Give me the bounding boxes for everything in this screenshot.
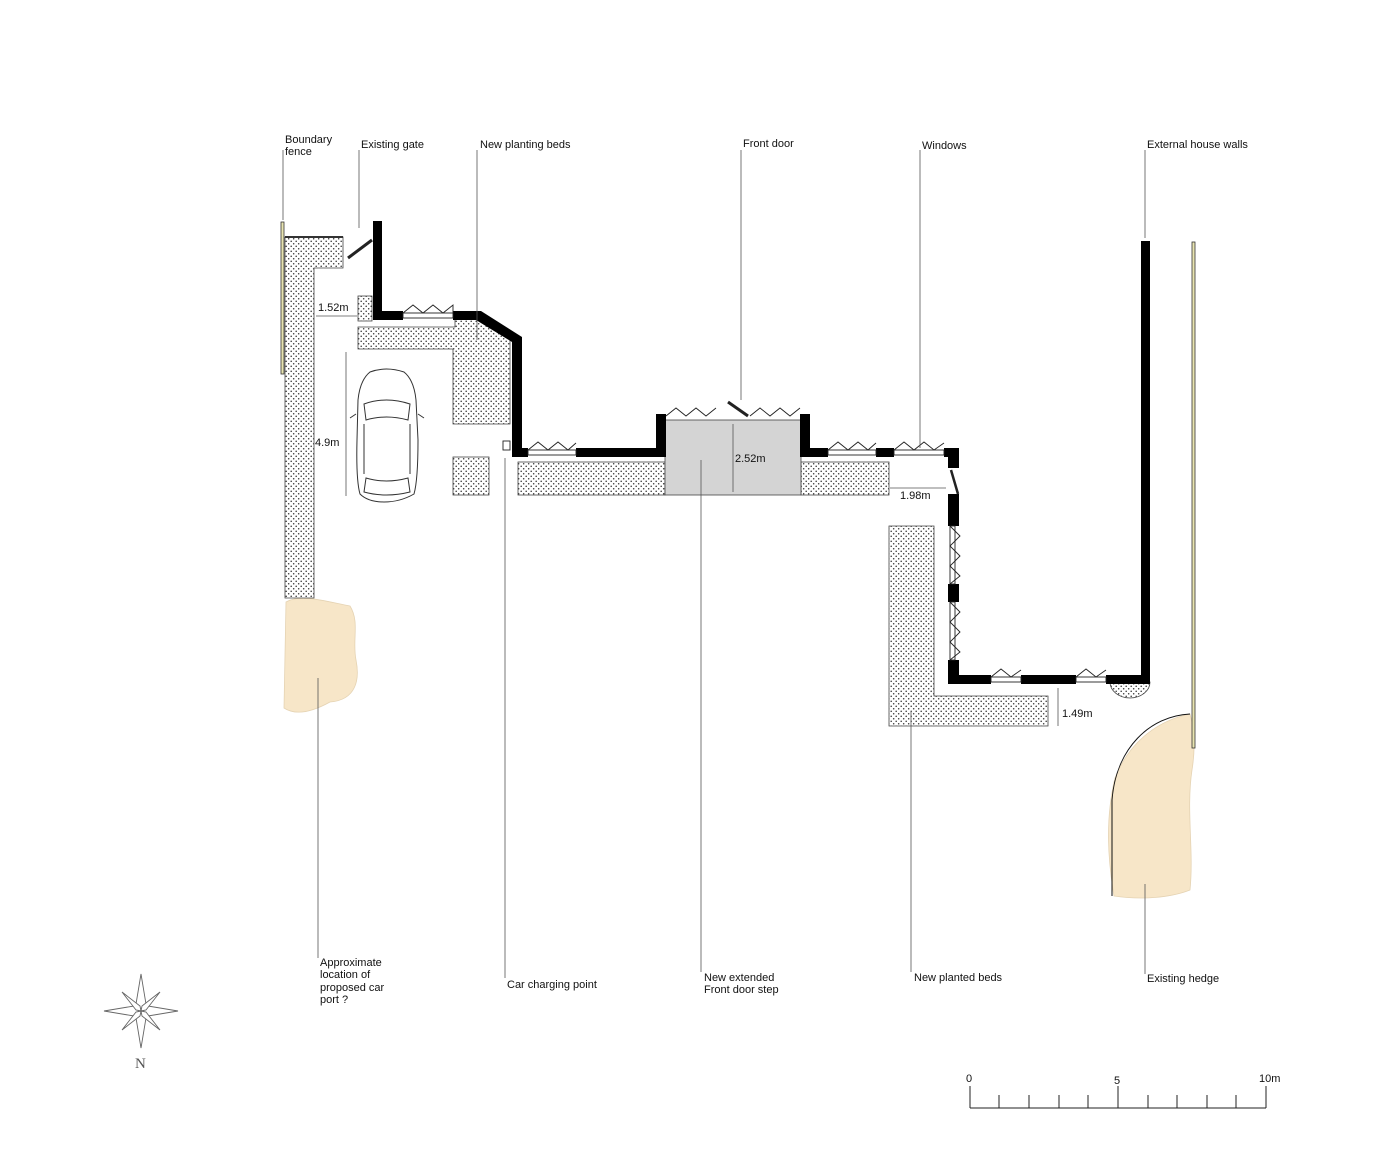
label-carport-2: location of bbox=[320, 969, 371, 981]
label-front-door: Front door bbox=[743, 138, 794, 150]
boundary-fence-left bbox=[280, 221, 285, 375]
label-existing-hedge: Existing hedge bbox=[1147, 973, 1219, 985]
label-front-step-2: Front door step bbox=[704, 984, 779, 996]
label-existing-gate: Existing gate bbox=[361, 139, 424, 151]
existing-gate bbox=[347, 238, 373, 260]
dim-bed-gap: 1.49m bbox=[1062, 708, 1093, 720]
scale-label-end: 10m bbox=[1259, 1073, 1280, 1085]
new-planted-bed-l bbox=[888, 525, 1049, 727]
label-external-house-walls: External house walls bbox=[1147, 139, 1248, 151]
leader-lines bbox=[282, 150, 1146, 978]
compass-rose-icon bbox=[103, 973, 179, 1049]
label-boundary-fence-2: fence bbox=[285, 146, 312, 158]
existing-hedge bbox=[1108, 713, 1195, 899]
hedge-arc bbox=[1111, 713, 1191, 896]
dimension-lines bbox=[316, 315, 1059, 726]
left-path-bed bbox=[284, 236, 344, 599]
label-new-planted-beds: New planted beds bbox=[914, 972, 1003, 984]
dim-gate-gap: 1.52m bbox=[318, 302, 349, 314]
dim-path-width: 1.98m bbox=[900, 490, 931, 502]
scale-label-mid: 5 bbox=[1114, 1075, 1120, 1087]
label-carport-1: Approximate bbox=[320, 957, 382, 969]
label-car-charging-point: Car charging point bbox=[507, 979, 597, 991]
scale-label-start: 0 bbox=[966, 1073, 972, 1085]
label-new-planting-beds: New planting beds bbox=[480, 139, 571, 151]
compass-north-label: N bbox=[135, 1056, 146, 1072]
car-icon bbox=[349, 368, 425, 503]
side-door bbox=[949, 469, 960, 495]
dim-step-depth: 2.52m bbox=[735, 453, 766, 465]
corner-bed-semicircle bbox=[1109, 681, 1151, 699]
front-bed-right bbox=[800, 461, 890, 496]
front-bed-left bbox=[517, 461, 666, 496]
scale-bar bbox=[969, 1086, 1267, 1109]
label-windows: Windows bbox=[922, 140, 967, 152]
planting-bed-square bbox=[452, 456, 490, 496]
label-boundary-fence-1: Boundary bbox=[285, 134, 333, 146]
label-carport-3: proposed car bbox=[320, 982, 385, 994]
car-charging-point bbox=[502, 440, 511, 451]
label-carport-4: port ? bbox=[320, 994, 348, 1006]
boundary-fence-right bbox=[1191, 241, 1196, 749]
external-house-walls bbox=[373, 221, 1150, 684]
dim-car-length: 4.9m bbox=[315, 437, 339, 449]
windows-group bbox=[402, 304, 1107, 683]
small-bed-gate bbox=[357, 295, 373, 322]
carport-area bbox=[283, 597, 358, 713]
front-door bbox=[727, 400, 749, 418]
label-front-step-1: New extended bbox=[704, 972, 774, 984]
